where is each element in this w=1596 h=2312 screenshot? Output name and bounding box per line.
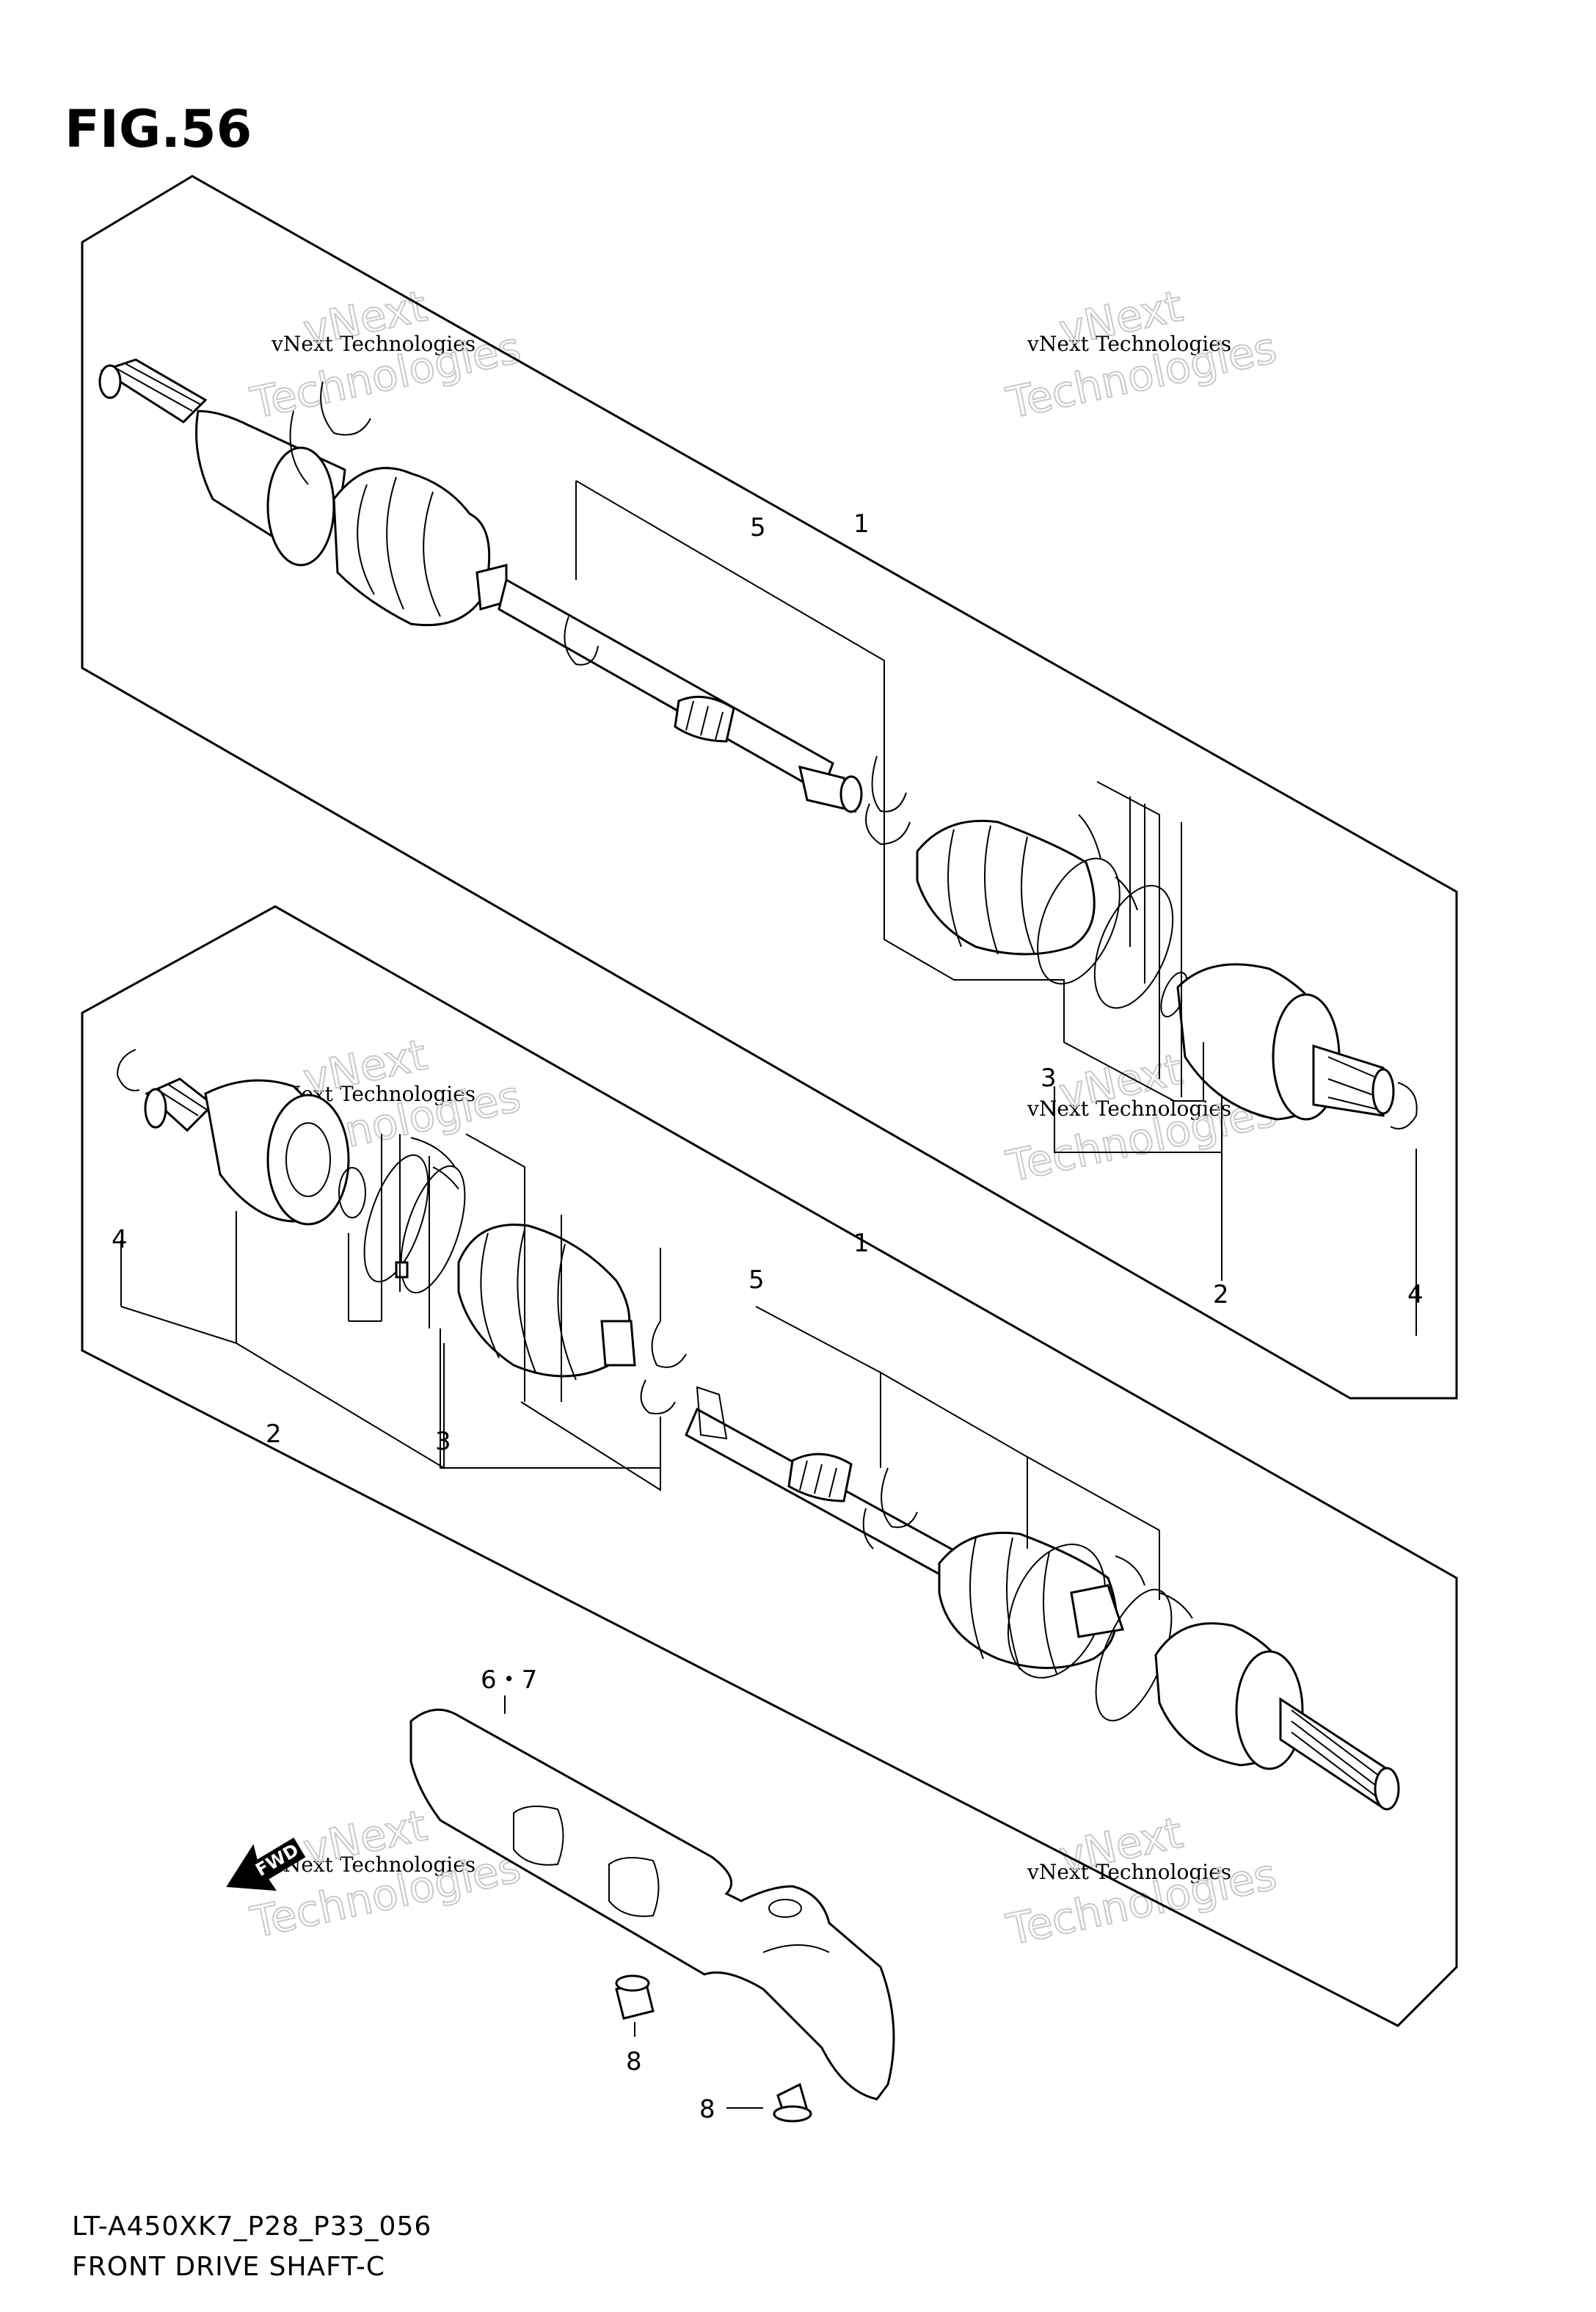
lower-assembly-frame [81,905,1458,2027]
callout-lower-3: 3 [435,1427,451,1456]
watermark-small-text: vNext Technologies [1027,1860,1231,1884]
watermark-top-left: vNext Technologies vNext Technologies [246,280,526,429]
watermark-small-text: vNext Technologies [1027,332,1231,356]
callout-upper-5: 5 [750,513,766,542]
watermark-bottom-right: vNext Technologies vNext Technologies [1002,1807,1282,1956]
figure-name: FRONT DRIVE SHAFT-C [72,2252,385,2282]
model-code: LT-A450XK7_P28_P33_056 [72,2211,431,2242]
lower-leader-lines [120,1133,1160,1600]
upper-assembly-frame [81,175,1458,1400]
upper-drive-shaft [98,358,1418,1130]
lower-drive-shaft [116,1049,1400,1811]
callout-bolt-a: 8 [626,2047,642,2076]
fwd-arrow-icon: FWD [226,1837,306,1891]
callout-upper-4: 4 [1407,1280,1424,1309]
bolt-b [726,2082,812,2123]
bolt-a [615,1974,655,2037]
upper-leader-lines [575,480,1417,1336]
callout-lower-4: 4 [112,1225,128,1254]
skid-guard [409,1708,895,2101]
callout-upper-2: 2 [1213,1280,1229,1309]
watermark-small-text: vNext Technologies [271,332,475,356]
callout-lower-5: 5 [748,1265,765,1295]
callout-upper-1: 1 [853,509,870,539]
callout-bolt-b: 8 [699,2095,715,2124]
watermark-top-right: vNext Technologies vNext Technologies [1002,280,1282,429]
callout-lower-1: 1 [853,1229,870,1258]
callout-guard: 6・7 [481,1665,537,1695]
figure-title: FIG.56 [65,99,252,159]
callout-lower-2: 2 [266,1419,282,1449]
callout-upper-3: 3 [1041,1064,1057,1093]
